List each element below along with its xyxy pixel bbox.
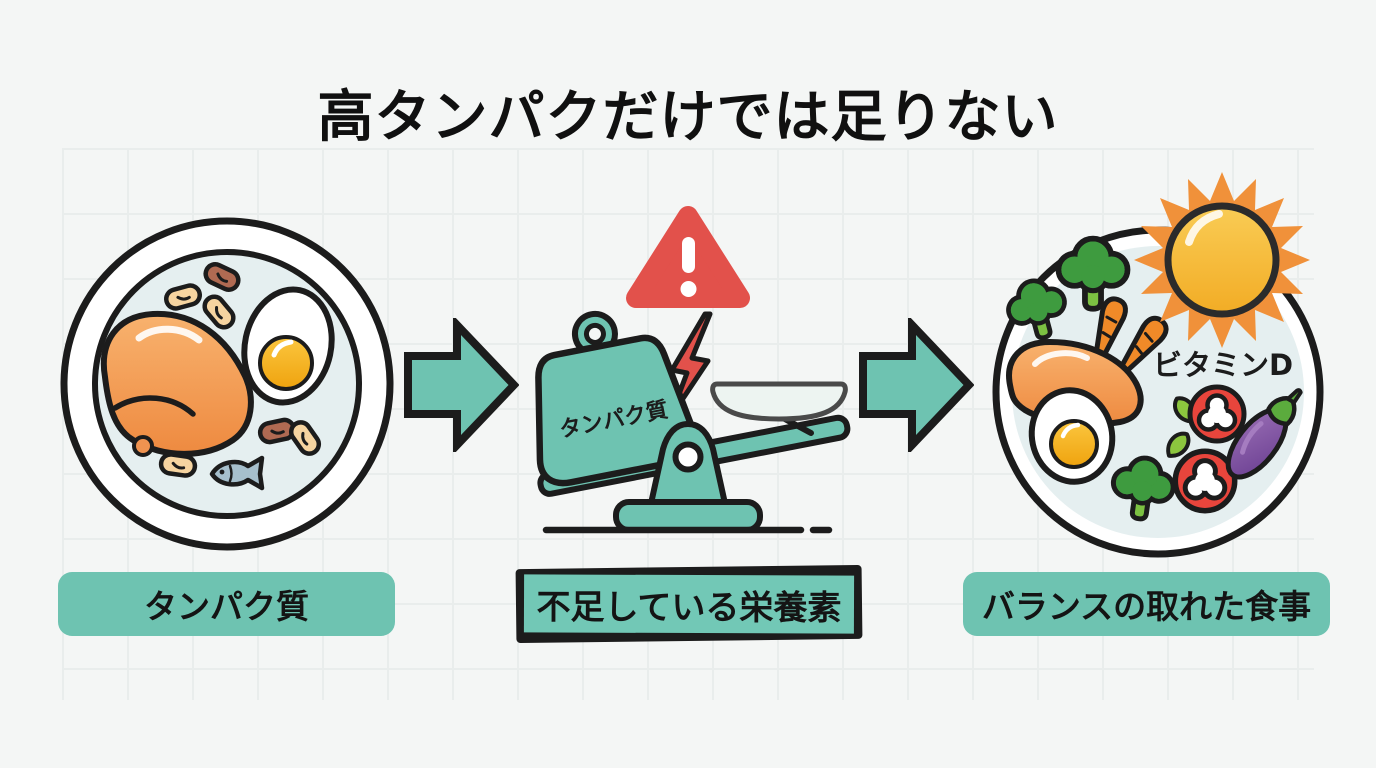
protein-plate-illustration bbox=[60, 217, 394, 551]
bell-pepper-icon bbox=[1190, 387, 1244, 441]
balanced-plate-illustration: ビタミンD bbox=[992, 172, 1324, 558]
fried-egg-icon bbox=[241, 286, 335, 406]
scale-pan-icon bbox=[710, 381, 848, 436]
fried-egg-icon bbox=[1028, 387, 1116, 485]
missing-nutrients-caption: 不足している栄養素 bbox=[515, 564, 863, 644]
missing-nutrients-caption-text: 不足している栄養素 bbox=[536, 586, 842, 629]
warning-icon bbox=[626, 206, 750, 308]
arrow-right-icon bbox=[404, 318, 519, 452]
bean-icon bbox=[160, 453, 196, 477]
scale-fulcrum-icon bbox=[647, 421, 729, 511]
protein-caption: タンパク質 bbox=[58, 572, 395, 636]
eggplant-icon bbox=[1225, 388, 1303, 480]
scale-base-icon bbox=[613, 499, 763, 533]
balanced-meal-caption-text: バランスの取れた食事 bbox=[981, 587, 1312, 626]
fish-icon bbox=[209, 455, 265, 491]
balanced-meal-caption: バランスの取れた食事 bbox=[963, 572, 1330, 636]
sun-icon bbox=[1134, 172, 1310, 348]
bell-pepper-icon bbox=[1175, 451, 1234, 510]
protein-weight-icon: タンパク質 bbox=[535, 310, 699, 487]
vitamin-d-label: ビタミンD bbox=[1153, 348, 1293, 382]
arrow-right-icon bbox=[859, 318, 974, 452]
chicken-breast-icon bbox=[100, 310, 254, 457]
unbalanced-scale-illustration: タンパク質 bbox=[535, 206, 851, 534]
page-title: 高タンパクだけでは足りない bbox=[317, 84, 1059, 150]
bean-icon bbox=[132, 435, 154, 457]
protein-caption-text: タンパク質 bbox=[144, 587, 309, 626]
